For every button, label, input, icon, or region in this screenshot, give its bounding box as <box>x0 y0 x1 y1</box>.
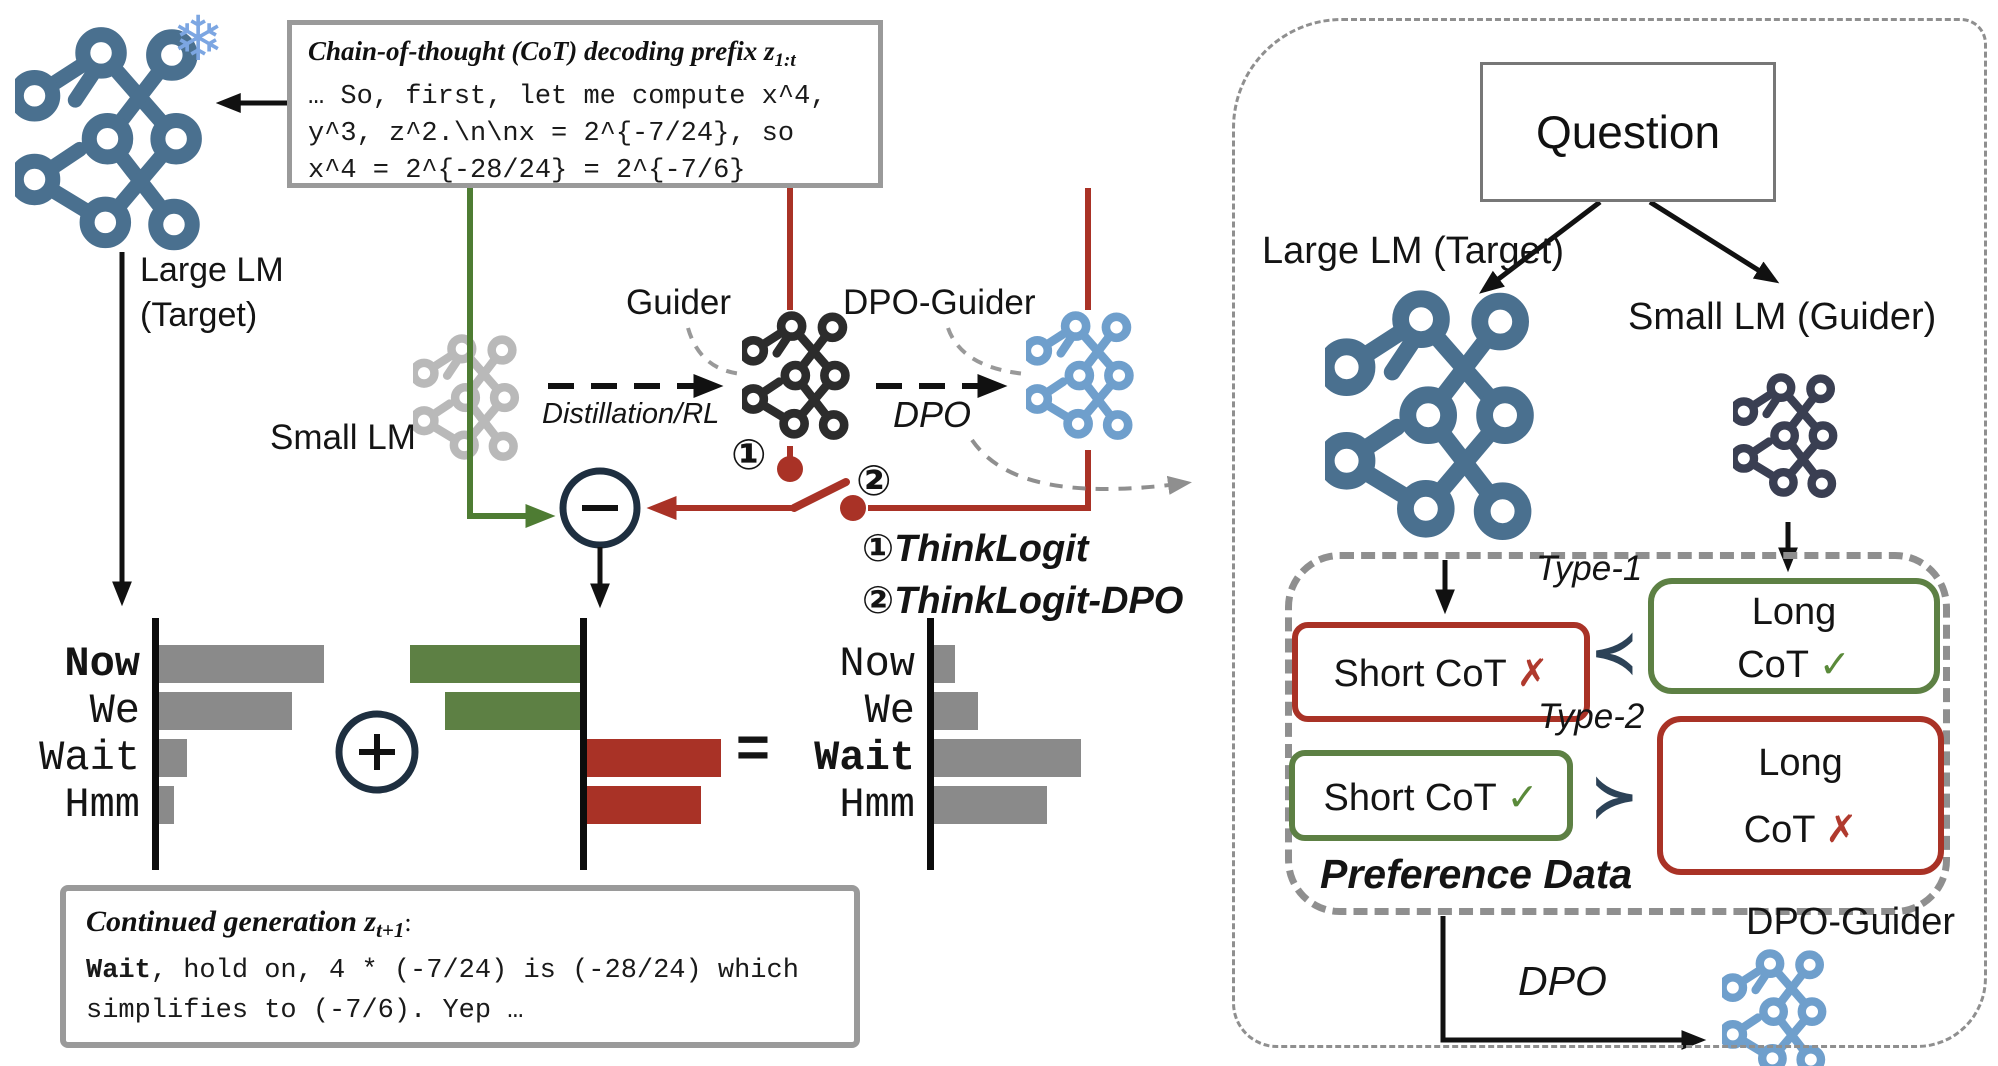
chart-1-token-wait: Wait <box>39 734 140 782</box>
switch-option1-number: ① <box>731 430 767 479</box>
question-to-small-arrow <box>1648 199 1780 284</box>
chart-2-bar-now <box>410 645 580 683</box>
type1-label: Type-1 <box>1536 549 1643 588</box>
type1-short-cot-box: Short CoT ✗ <box>1292 622 1590 722</box>
chart-1-token-now: Now <box>64 640 140 688</box>
chart-3-bar-hmm <box>934 786 1047 824</box>
dpo-guider-mid-label: DPO-Guider <box>843 283 1036 322</box>
chart-3-token-we: We <box>864 687 915 735</box>
switch-lever[interactable] <box>790 478 850 512</box>
legend1-number-icon: ① <box>862 526 895 570</box>
chart-2-axis <box>580 618 587 870</box>
chart-3-bar-wait <box>934 739 1081 777</box>
type2-cot-label: CoT <box>1743 809 1815 851</box>
chart-1-bar-now <box>159 645 324 683</box>
cot-line-1: … So, first, let me compute x^4, <box>308 82 827 112</box>
chart-3-token-wait: Wait <box>814 734 915 782</box>
cot-title-subscript: 1:t <box>774 50 796 71</box>
thinklogit-legend-2: ②ThinkLogit-DPO <box>862 578 1183 623</box>
question-label: Question <box>1535 106 1721 158</box>
chart-3-bar-now <box>934 645 955 683</box>
cot-prefix-title: Chain-of-thought (CoT) decoding prefix z… <box>308 33 862 79</box>
green-logit-path <box>467 188 556 528</box>
guider-label-connector <box>686 327 743 376</box>
continued-line1-rest: , hold on, 4 * (-7/24) is (-28/24) which <box>150 956 799 986</box>
chart-2-bar-we <box>445 692 580 730</box>
cot-line-3: x^4 = 2^{-28/24} = 2^{-7/6} <box>308 156 746 186</box>
continued-line-2: simplifies to (-7/6). Yep … <box>86 996 524 1026</box>
question-box: Question <box>1480 62 1776 202</box>
cot-line-2: y^3, z^2.\n\nx = 2^{-7/24}, so <box>308 119 795 149</box>
chart-1-bar-we <box>159 692 292 730</box>
chart-1-bar-hmm <box>159 786 174 824</box>
equals-sign: = <box>736 715 770 780</box>
plus-icon <box>359 734 395 770</box>
cross-icon: ✗ <box>1516 651 1549 695</box>
succ-comparator-icon: ≻ <box>1590 762 1639 830</box>
continued-title: Continued generation zt+1: <box>86 901 834 951</box>
chart-3-token-hmm: Hmm <box>839 781 915 829</box>
chart-2-bar-wait <box>587 739 721 777</box>
distillation-rl-label: Distillation/RL <box>542 398 720 430</box>
large-lm-target-label: Large LM (Target) <box>140 248 284 338</box>
snowflake-icon: ❄ <box>172 2 224 75</box>
continued-title-colon: : <box>404 908 412 937</box>
prec-comparator-icon: ≺ <box>1590 618 1639 686</box>
type1-long-label: Long <box>1751 591 1837 633</box>
large-lm-line1: Large LM <box>140 251 284 289</box>
right-large-lm-label: Large LM (Target) <box>1262 230 1565 272</box>
thinklogit-legend-1: ①ThinkLogit <box>862 526 1088 571</box>
type1-cot-label: CoT <box>1737 644 1809 686</box>
switch-contact-2[interactable] <box>840 495 866 521</box>
chart-1-bar-wait <box>159 739 187 777</box>
guider-label: Guider <box>626 283 732 322</box>
small-lm-label: Small LM <box>270 418 416 457</box>
dpo-mid-label: DPO <box>893 394 972 435</box>
chart-1-token-we: We <box>89 687 140 735</box>
chart-2-bar-hmm <box>587 786 701 824</box>
cot-prefix-box: Chain-of-thought (CoT) decoding prefix z… <box>287 20 883 188</box>
right-panel-outline <box>1232 18 1987 1048</box>
check-icon: ✓ <box>1818 642 1851 686</box>
type2-label: Type-2 <box>1538 697 1645 736</box>
chart-1-axis <box>152 618 159 870</box>
preference-data-box <box>1285 552 1950 915</box>
type2-short-cot-label: Short CoT <box>1323 777 1497 819</box>
type2-short-cot-box: Short CoT ✓ <box>1289 750 1573 841</box>
chart-1-token-hmm: Hmm <box>64 781 140 829</box>
legend2-text: ThinkLogit-DPO <box>894 580 1184 622</box>
legend2-number-icon: ② <box>862 578 895 622</box>
continued-wait-token: Wait <box>86 956 151 986</box>
question-to-large-arrow <box>1479 200 1602 294</box>
type2-long-label: Long <box>1758 742 1843 784</box>
chart-3-axis <box>927 618 934 870</box>
type2-long-cot-box: Long CoT ✗ <box>1657 716 1944 875</box>
right-small-lm-label: Small LM (Guider) <box>1628 296 1937 338</box>
switch-option2-number: ② <box>856 456 892 505</box>
switch-contact-1[interactable] <box>777 456 803 482</box>
red-feed-dpoguider-bottom <box>868 450 1091 511</box>
pref-to-dpo-guider-arrow <box>1440 916 1707 1050</box>
type1-short-cot-label: Short CoT <box>1333 653 1507 695</box>
large-lm-line2: (Target) <box>140 296 258 334</box>
preference-data-label: Preference Data <box>1320 851 1633 897</box>
legend1-text: ThinkLogit <box>894 528 1089 570</box>
check-icon: ✓ <box>1506 775 1539 819</box>
dpo-guider-label-connector <box>946 327 1027 376</box>
cross-icon: ✗ <box>1825 807 1858 851</box>
right-dpo-guider-label: DPO-Guider <box>1746 901 1956 943</box>
continued-title-subscript: t+1 <box>376 918 405 942</box>
cot-title-main: Chain-of-thought (CoT) decoding prefix z <box>308 36 775 66</box>
continued-title-main: Continued generation z <box>86 905 377 938</box>
right-dpo-label: DPO <box>1518 958 1607 1004</box>
to-right-panel-connector <box>970 438 1192 495</box>
chart-3-bar-we <box>934 692 978 730</box>
chart-3-token-now: Now <box>839 640 915 688</box>
type1-long-cot-box: Long CoT ✓ <box>1648 578 1940 694</box>
continued-line-1: Wait, hold on, 4 * (-7/24) is (-28/24) w… <box>86 951 834 991</box>
continued-generation-box: Continued generation zt+1: Wait, hold on… <box>60 885 860 1048</box>
